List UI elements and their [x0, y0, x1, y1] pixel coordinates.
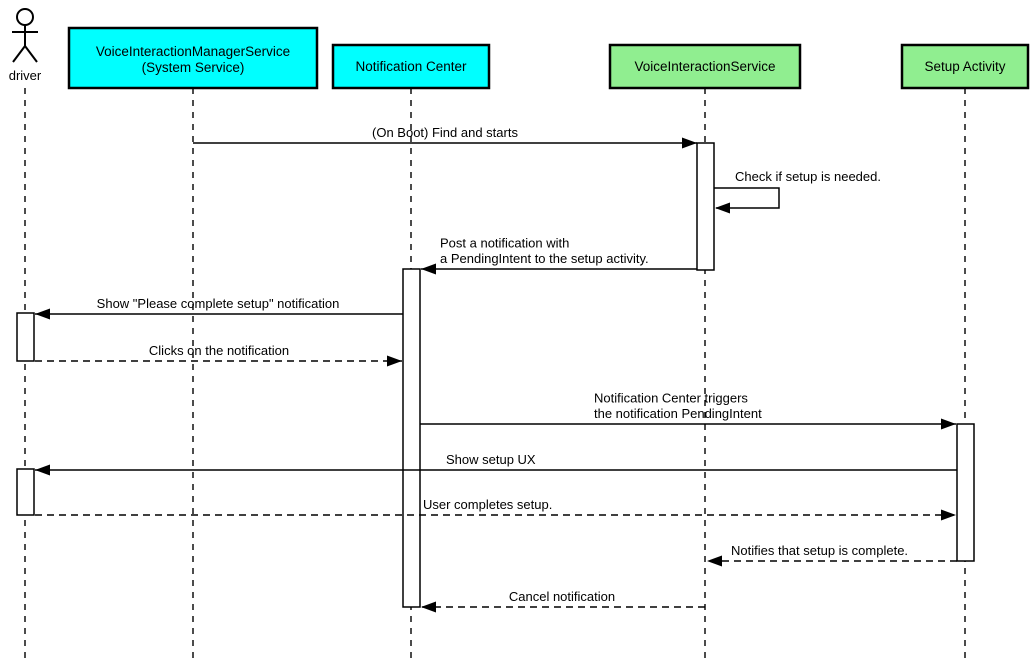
activation-bar-notification-center [402, 268, 421, 608]
arrowhead-icon [941, 509, 956, 521]
message-label: Clicks on the notification [149, 343, 289, 358]
participant-label: (System Service) [142, 60, 245, 75]
participant-box-notification-center: Notification Center [331, 43, 491, 90]
arrowhead-icon [682, 137, 697, 149]
participant-label: Notification Center [355, 59, 467, 74]
message-check-if-setup-needed: Check if setup is needed. [714, 169, 881, 214]
message-clicks-on-notification: Clicks on the notification [35, 343, 402, 367]
arrowhead-icon [421, 601, 436, 613]
message-on-boot-find-and-starts: (On Boot) Find and starts [193, 125, 697, 149]
header-rect [67, 26, 319, 90]
header-rect [900, 43, 1030, 90]
message-label: Check if setup is needed. [735, 169, 881, 184]
message-label: the notification PendingIntent [594, 406, 762, 421]
message-label: User completes setup. [423, 497, 552, 512]
self-message-loop [714, 187, 780, 209]
header-rect [331, 43, 491, 90]
arrowhead-icon [35, 464, 50, 476]
actor-driver: driver [9, 8, 42, 83]
header-rect [608, 43, 802, 90]
activation-bar-driver [16, 468, 35, 516]
message-cancel-notification: Cancel notification [421, 589, 705, 613]
actor-icon [12, 8, 38, 63]
arrowhead-icon [715, 202, 730, 214]
message-user-completes-setup: User completes setup. [35, 497, 956, 521]
participant-label: VoiceInteractionService [634, 59, 775, 74]
arrowhead-icon [941, 418, 956, 430]
message-label: Cancel notification [509, 589, 615, 604]
arrowhead-icon [421, 263, 436, 275]
activation-bar-voice-interaction-service [696, 142, 715, 271]
message-label: Notification Center triggers [594, 391, 748, 406]
message-label: Show setup UX [446, 452, 536, 467]
message-label: (On Boot) Find and starts [372, 125, 518, 140]
arrowhead-icon [707, 555, 722, 567]
arrowhead-icon [387, 355, 402, 367]
activation-bar-setup-activity [956, 423, 975, 562]
message-show-setup-ux: Show setup UX [35, 452, 957, 476]
message-label: a PendingIntent to the setup activity. [440, 251, 649, 266]
activation-bar-driver [16, 312, 35, 362]
message-label: Notifies that setup is complete. [731, 543, 908, 558]
participant-box-setup-activity: Setup Activity [900, 43, 1030, 90]
participant-label: VoiceInteractionManagerService [96, 44, 290, 59]
arrowhead-icon [35, 308, 50, 320]
participant-label: driver [9, 68, 42, 83]
participant-box-voice-interaction-service: VoiceInteractionService [608, 43, 802, 90]
participant-box-voice-interaction-manager-service: VoiceInteractionManagerService(System Se… [67, 26, 319, 90]
message-label: Post a notification with [440, 236, 569, 251]
message-notifies-setup-complete: Notifies that setup is complete. [707, 543, 957, 567]
participant-label: Setup Activity [924, 59, 1005, 74]
message-label: Show "Please complete setup" notificatio… [97, 296, 340, 311]
message-show-complete-setup-notification: Show "Please complete setup" notificatio… [35, 296, 403, 320]
